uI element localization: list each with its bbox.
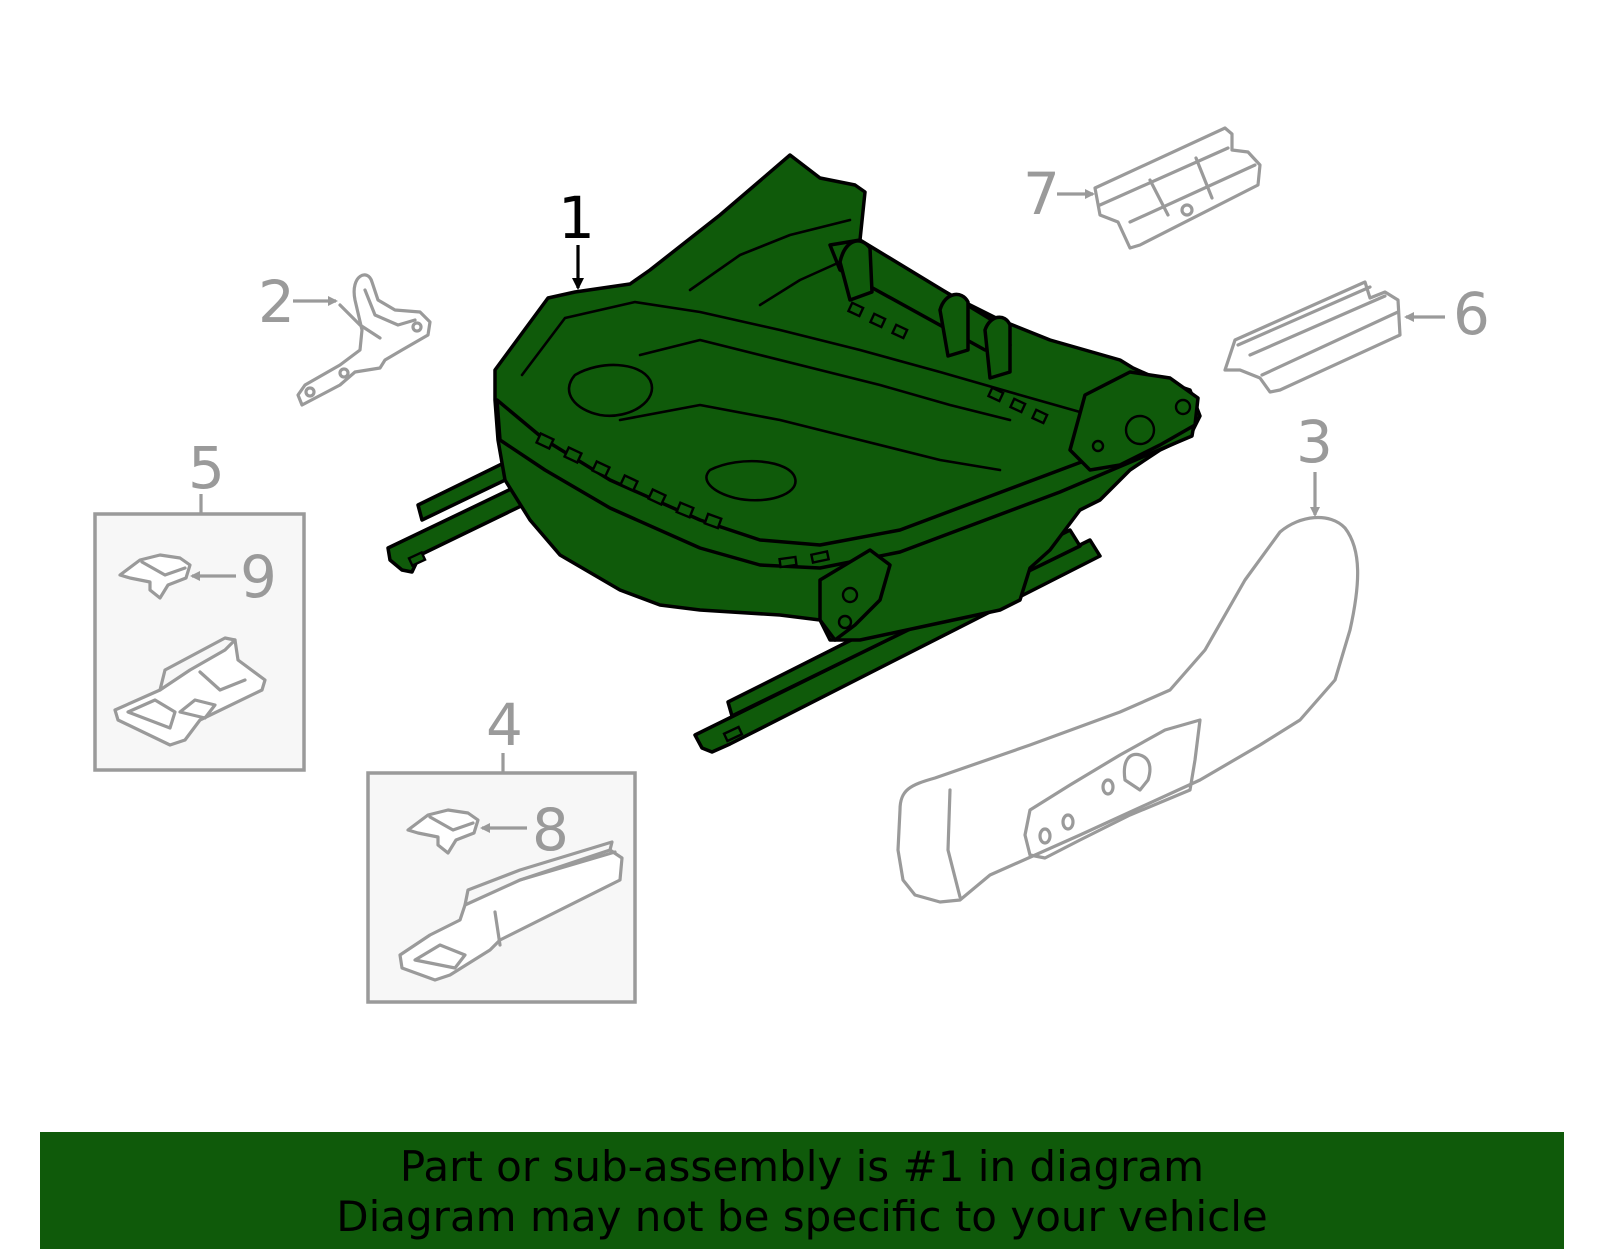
recliner-pivot bbox=[1124, 414, 1156, 446]
trim-cover-7-body bbox=[1093, 126, 1262, 250]
frame-seat-well bbox=[567, 363, 654, 418]
rear-bracket-1 bbox=[838, 239, 874, 302]
track-assembly-4 bbox=[398, 840, 624, 982]
assembly-box-part-4[interactable] bbox=[366, 771, 637, 1004]
frame-seat-well-2 bbox=[705, 459, 797, 502]
frame-rib-3 bbox=[688, 218, 852, 292]
frame-rib-1 bbox=[638, 338, 1012, 422]
clip-part-9[interactable] bbox=[118, 553, 192, 600]
rear-bracket-2 bbox=[938, 292, 970, 358]
banner-line-2: Diagram may not be specific to your vehi… bbox=[336, 1192, 1268, 1241]
callout-5[interactable]: 5 bbox=[188, 434, 225, 502]
recliner-bolt bbox=[1174, 398, 1192, 416]
seat-frame-part-1[interactable] bbox=[386, 153, 1202, 754]
callout-7[interactable]: 7 bbox=[1023, 160, 1060, 228]
callout-8[interactable]: 8 bbox=[532, 796, 569, 864]
recliner-bolt-2 bbox=[1091, 439, 1105, 453]
trim-cover-part-6[interactable] bbox=[1223, 280, 1402, 394]
callout-4[interactable]: 4 bbox=[486, 691, 523, 759]
callout-2[interactable]: 2 bbox=[258, 268, 295, 336]
callout-1[interactable]: 1 bbox=[558, 184, 595, 252]
callout-3[interactable]: 3 bbox=[1296, 408, 1333, 476]
side-shield-3-body bbox=[896, 515, 1360, 904]
bracket-part-2[interactable] bbox=[296, 273, 432, 407]
adjuster-pivot bbox=[841, 586, 859, 604]
clip-part-8[interactable] bbox=[406, 808, 480, 855]
adjuster-pivot-2 bbox=[837, 614, 853, 630]
frame-rib-2 bbox=[618, 403, 1002, 472]
side-shield-part-3[interactable] bbox=[896, 515, 1360, 904]
right-rail-hole bbox=[722, 725, 744, 743]
bracket-body bbox=[296, 273, 432, 407]
callout-9[interactable]: 9 bbox=[240, 543, 277, 611]
trim-cover-6-body bbox=[1223, 280, 1402, 394]
callout-6[interactable]: 6 bbox=[1453, 280, 1490, 348]
track-assembly-5 bbox=[113, 636, 267, 747]
info-banner: Part or sub-assembly is #1 in diagram Di… bbox=[40, 1132, 1564, 1249]
front-crossmember bbox=[495, 398, 1197, 570]
assembly-box-part-5[interactable] bbox=[93, 512, 306, 772]
left-rail-hole bbox=[407, 550, 427, 568]
banner-line-1: Part or sub-assembly is #1 in diagram bbox=[399, 1142, 1205, 1191]
trim-cover-part-7[interactable] bbox=[1093, 126, 1262, 250]
front-edge-slots bbox=[534, 301, 1049, 569]
rear-bracket-3 bbox=[983, 315, 1012, 380]
